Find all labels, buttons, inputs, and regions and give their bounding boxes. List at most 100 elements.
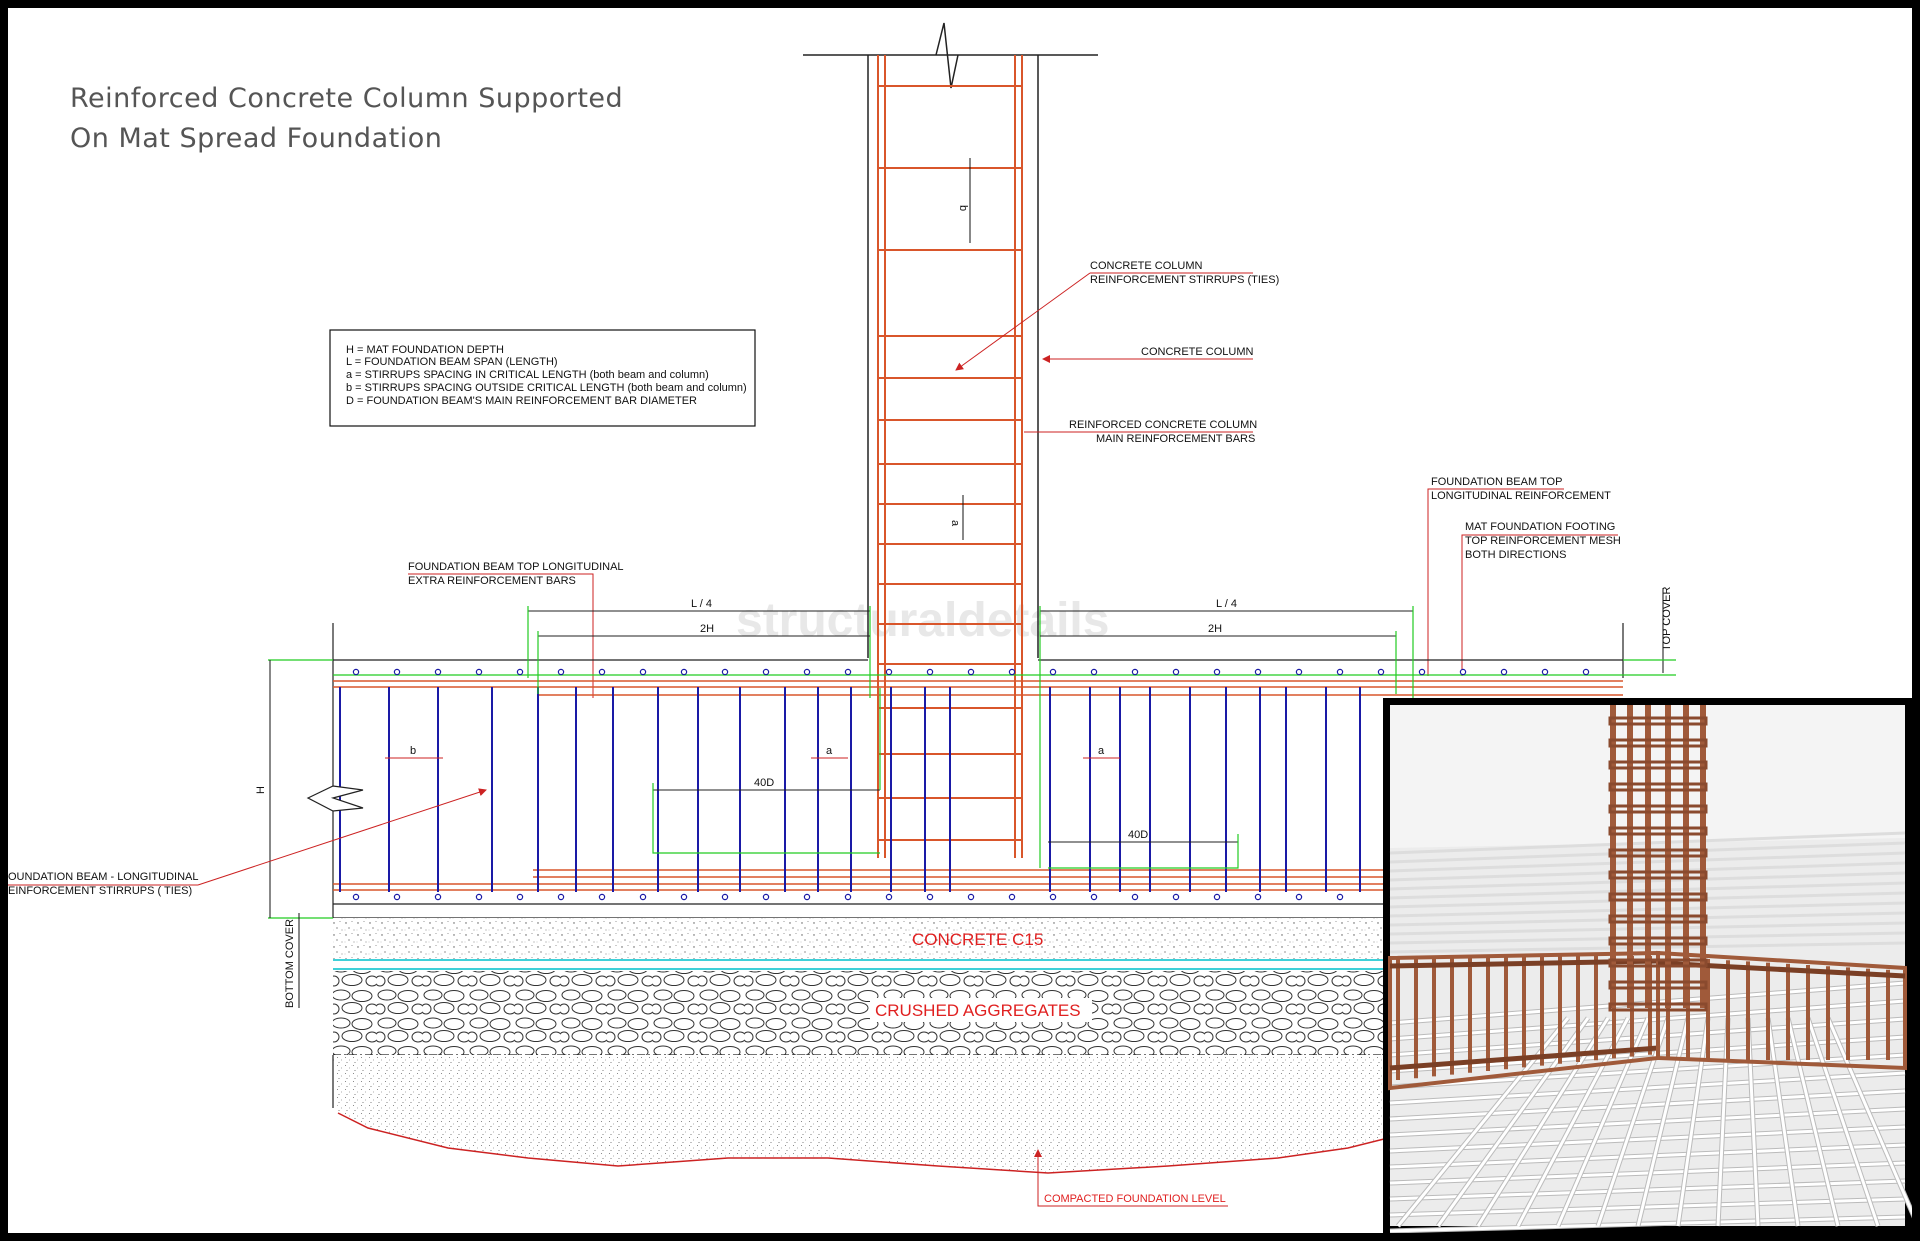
mesh-bar-highlight [1389, 1197, 1906, 1217]
cage-bar [1389, 1045, 1659, 1071]
label-crushed-aggregates: CRUSHED AGGREGATES [875, 1001, 1081, 1020]
column-tie-3d [1608, 804, 1708, 814]
bar-section [844, 893, 852, 901]
bar-section [1295, 893, 1303, 901]
dim-40d-right-label: 40D [1128, 829, 1148, 841]
column-tie-3d [1608, 738, 1708, 748]
label-mat-mesh-3: BOTH DIRECTIONS [1465, 549, 1566, 561]
bar-section [434, 893, 442, 901]
bar-section [721, 893, 729, 901]
dim-h: H [255, 660, 271, 918]
dim-2h-left-label: 2H [700, 623, 714, 635]
bar-section [1541, 668, 1549, 676]
bar-section [516, 893, 524, 901]
bar-section [967, 668, 975, 676]
mesh-bar-highlight [1636, 1017, 1690, 1227]
bar-section [598, 893, 606, 901]
bar-section [1049, 668, 1057, 676]
bar-section [1459, 668, 1467, 676]
label-compacted-level: COMPACTED FOUNDATION LEVEL [1034, 1149, 1228, 1207]
label-beam-top-long-1: FOUNDATION BEAM TOP [1431, 476, 1562, 488]
detail-drawing: Reinforced Concrete Column Supported On … [8, 22, 1912, 1233]
label-column-stirrups: CONCRETE COLUMN REINFORCEMENT STIRRUPS (… [955, 260, 1279, 371]
bar-section [639, 668, 647, 676]
column-dim-b-label: b [957, 205, 969, 211]
concrete-column [803, 22, 1098, 858]
column-stirrups [878, 85, 1022, 841]
label-beam-stirrups: OUNDATION BEAM - LONGITUDINAL EINFORCEME… [8, 788, 487, 897]
bar-section [803, 668, 811, 676]
bar-section [557, 668, 565, 676]
rebar-3d-render-image [1383, 698, 1912, 1233]
label-extra-bars: FOUNDATION BEAM TOP LONGITUDINAL EXTRA R… [408, 561, 624, 698]
dim-a-beam-left: a [811, 745, 848, 759]
bar-section [1172, 668, 1180, 676]
longitudinal-bar-sections [352, 668, 1590, 901]
beam-cage-right [1656, 950, 1907, 1071]
label-column-main-1: REINFORCED CONCRETE COLUMN [1069, 419, 1257, 431]
mesh-bar-highlight [1786, 1017, 1840, 1227]
label-beam-stirrups-2: EINFORCEMENT STIRRUPS ( TIES) [8, 885, 192, 897]
label-mat-mesh: MAT FOUNDATION FOOTING TOP REINFORCEMENT… [1461, 521, 1621, 676]
column-tie-3d [1608, 760, 1708, 770]
concrete-c15-layer: CONCRETE C15 [333, 918, 1388, 970]
dim-l4-left: L / 4 [527, 598, 871, 698]
mesh-bar-highlight [1389, 1089, 1906, 1121]
bar-section [1049, 893, 1057, 901]
mesh-bar-highlight [1396, 1017, 1570, 1227]
label-extra-bars-2: EXTRA REINFORCEMENT BARS [408, 575, 576, 587]
bar-section [1213, 893, 1221, 901]
bar-section [393, 668, 401, 676]
bar-section [1090, 668, 1098, 676]
bar-section [1295, 668, 1303, 676]
mat-foundation [268, 623, 1676, 919]
label-bottom-cover: BOTTOM COVER [284, 919, 296, 1008]
mesh-bar-highlight [1389, 1071, 1906, 1105]
dim-a-beam-left-label: a [826, 745, 833, 757]
legend-l: L = FOUNDATION BEAM SPAN (LENGTH) [346, 356, 558, 368]
column-tie-3d [1608, 782, 1708, 792]
bar-section [475, 893, 483, 901]
bar-section [1254, 668, 1262, 676]
compacted-soil-layer [332, 1055, 1389, 1174]
column-tie-3d [1608, 914, 1708, 924]
column-tie-3d [1608, 848, 1708, 858]
column-tie-3d [1608, 870, 1708, 880]
legend-h: H = MAT FOUNDATION DEPTH [346, 344, 504, 356]
label-concrete-column: CONCRETE COLUMN [1042, 346, 1254, 363]
bar-section [1254, 893, 1262, 901]
legend-b: b = STIRRUPS SPACING OUTSIDE CRITICAL LE… [346, 382, 747, 394]
dim-b-beam-label: b [410, 745, 416, 757]
dim-40d-left-label: 40D [754, 777, 774, 789]
bar-section [1008, 893, 1016, 901]
bar-section [680, 668, 688, 676]
dim-40d-right: 40D [1048, 829, 1239, 869]
bar-section [352, 893, 360, 901]
bar-section [1336, 893, 1344, 901]
title-line-1: Reinforced Concrete Column Supported [70, 83, 623, 114]
mesh-bar-highlight [1806, 1017, 1880, 1227]
title-line-2: On Mat Spread Foundation [70, 123, 442, 154]
label-concrete-c15: CONCRETE C15 [912, 930, 1043, 949]
bar-section [352, 668, 360, 676]
bar-section [803, 893, 811, 901]
column-tie-3d [1608, 892, 1708, 902]
column-tie-3d [1608, 936, 1708, 946]
bar-section [762, 893, 770, 901]
bar-section [516, 668, 524, 676]
bar-section [1090, 893, 1098, 901]
dim-l4-left-label: L / 4 [691, 598, 712, 610]
column-dim-a: a [949, 495, 964, 540]
dim-h-label: H [255, 786, 267, 794]
top-cover-dim: TOP COVER [1661, 587, 1673, 673]
bar-section [1336, 668, 1344, 676]
label-column-stirrups-2: REINFORCEMENT STIRRUPS (TIES) [1090, 274, 1279, 286]
bar-section [1131, 893, 1139, 901]
bar-section [926, 668, 934, 676]
column-tie-3d [1608, 826, 1708, 836]
label-beam-top-long: FOUNDATION BEAM TOP LONGITUDINAL REINFOR… [1427, 476, 1611, 676]
bar-section [1131, 668, 1139, 676]
mesh-bar-highlight [1826, 1017, 1912, 1216]
label-beam-stirrups-1: OUNDATION BEAM - LONGITUDINAL [8, 871, 198, 883]
bar-section [393, 893, 401, 901]
